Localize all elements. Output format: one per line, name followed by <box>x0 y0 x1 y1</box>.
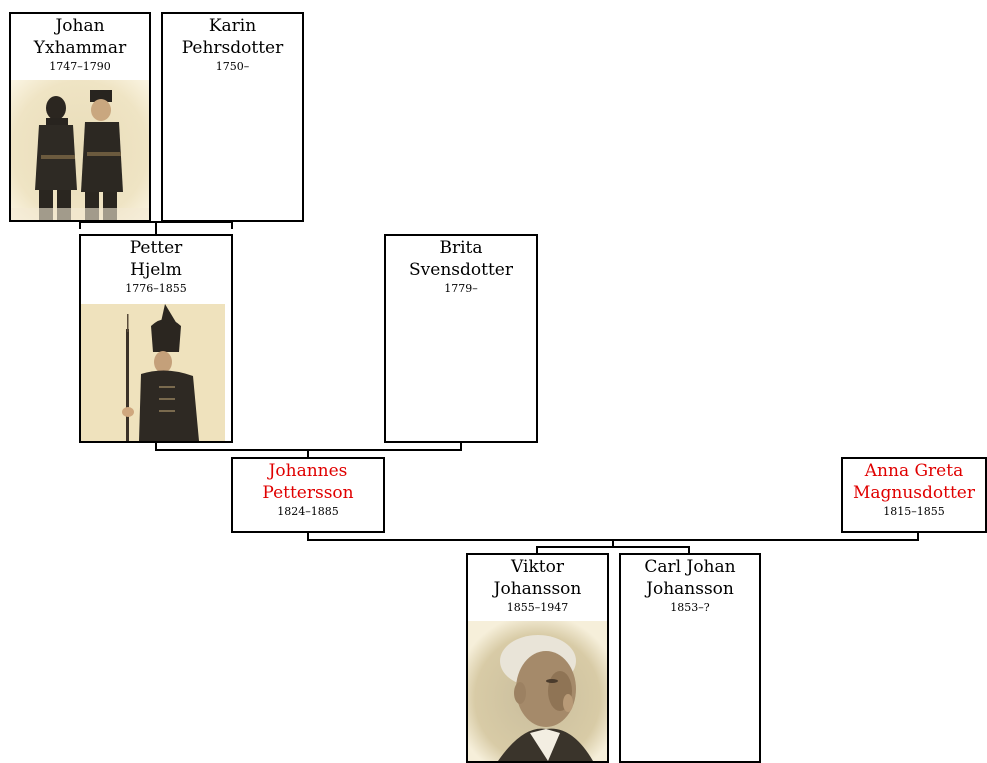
person-card-petter-hjelm[interactable]: Petter Hjelm 1776–1855 <box>79 234 233 443</box>
person-last-name: Hjelm <box>130 260 182 280</box>
person-card-johannes-pettersson[interactable]: Johannes Pettersson 1824–1885 <box>231 457 385 533</box>
person-first-name: Petter <box>129 238 183 258</box>
person-first-name: Karin <box>208 16 257 36</box>
soldier-with-helmet-photo <box>81 304 225 441</box>
person-card-johan-yxhammar[interactable]: Johan Yxhammar 1747–1790 <box>9 12 151 222</box>
person-last-name: Pehrsdotter <box>181 38 284 58</box>
person-card-karin-pehrsdotter[interactable]: Karin Pehrsdotter 1750– <box>161 12 304 222</box>
person-card-carl-johan-johansson[interactable]: Carl Johan Johansson 1853–? <box>619 553 761 763</box>
person-last-name: Yxhammar <box>33 38 127 58</box>
connector-to-petter <box>155 223 157 235</box>
person-first-name: Brita <box>439 238 483 258</box>
connector-anna-down <box>917 532 919 541</box>
person-card-viktor-johansson[interactable]: Viktor Johansson 1855–1947 <box>466 553 609 763</box>
person-years: 1776–1855 <box>125 282 187 295</box>
connector-carl-up <box>688 546 690 554</box>
connector-petter-down <box>155 442 157 451</box>
connector-to-children <box>612 541 614 547</box>
person-card-brita-svensdotter[interactable]: Brita Svensdotter 1779– <box>384 234 538 443</box>
person-first-name: Carl Johan <box>644 557 736 577</box>
person-years: 1779– <box>444 282 478 295</box>
person-last-name: Johansson <box>493 579 582 599</box>
person-last-name: Johansson <box>646 579 734 599</box>
person-years: 1750– <box>215 60 250 73</box>
two-soldiers-photo <box>11 80 149 220</box>
connector-viktor-up <box>536 546 538 554</box>
connector-johan-karin-right <box>231 221 233 229</box>
person-years: 1747–1790 <box>49 60 111 73</box>
person-first-name: Johannes <box>268 461 348 481</box>
connector-johan-karin-left <box>79 221 81 229</box>
connector-brita-down <box>460 442 462 451</box>
person-first-name: Viktor <box>511 557 564 577</box>
person-first-name: Anna Greta <box>864 461 964 481</box>
person-years: 1815–1855 <box>883 505 945 518</box>
person-years: 1855–1947 <box>506 601 569 614</box>
person-last-name: Pettersson <box>262 483 354 503</box>
person-first-name: Johan <box>55 16 105 36</box>
elderly-man-portrait-photo <box>468 621 607 761</box>
connector-children <box>536 546 690 548</box>
person-years: 1824–1885 <box>277 505 339 518</box>
person-card-anna-greta-magnusdotter[interactable]: Anna Greta Magnusdotter 1815–1855 <box>841 457 987 533</box>
person-last-name: Svensdotter <box>409 260 513 280</box>
connector-johan-karin <box>79 221 233 223</box>
connector-to-johannes <box>307 449 309 459</box>
person-years: 1853–? <box>670 601 710 614</box>
connector-johannes-anna <box>307 539 919 541</box>
person-last-name: Magnusdotter <box>852 483 975 503</box>
connector-johannes-down <box>307 532 309 541</box>
